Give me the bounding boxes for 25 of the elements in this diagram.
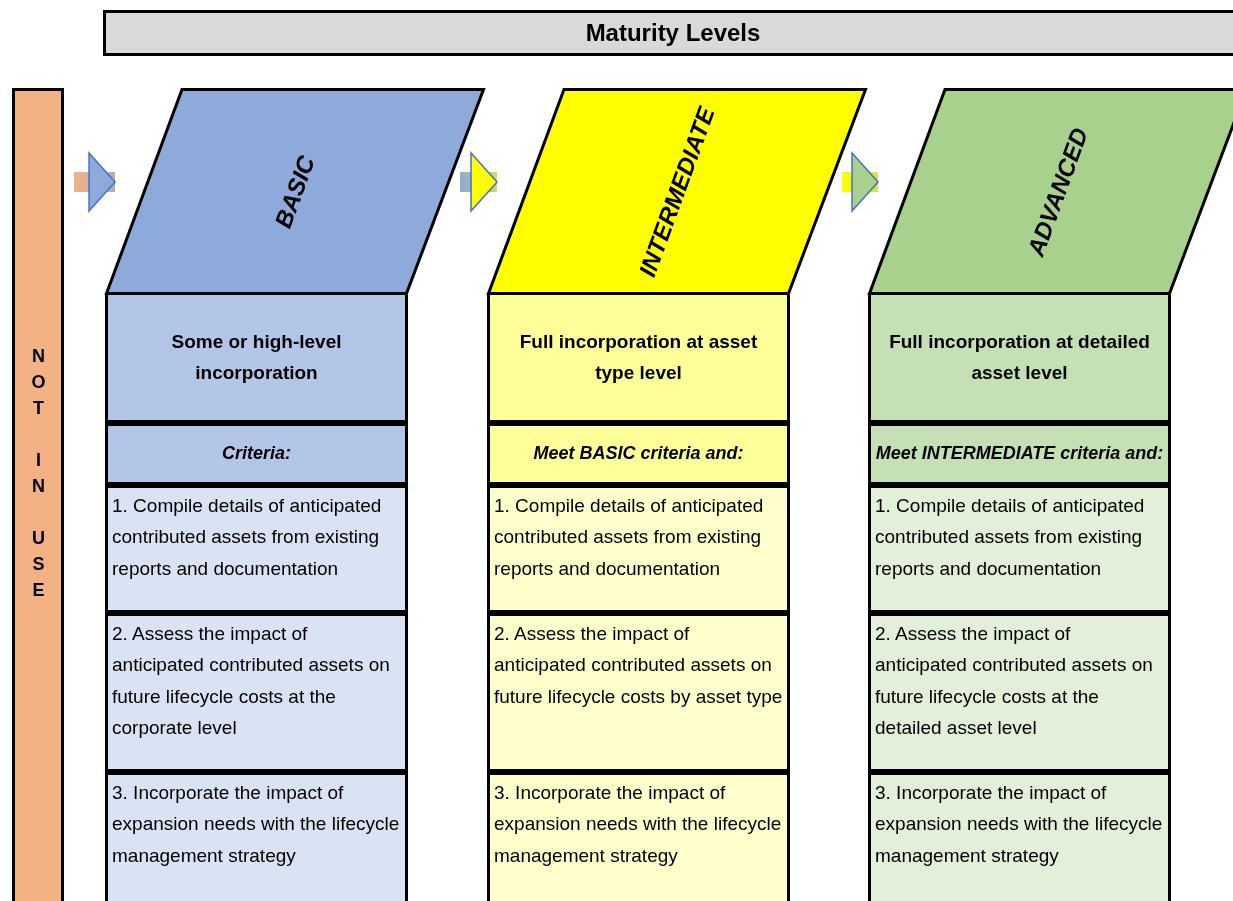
criteria-cell: 2. Assess the impact of anticipated contributed assets on future lifecycle costs at the corporate level [105,613,408,772]
criteria-cell: 2. Assess the impact of anticipated contributed assets on future lifecycle costs at the detailed asset level [868,613,1171,772]
criteria-cell: 1. Compile details of anticipated contributed assets from existing reports and documentation [868,485,1171,613]
level-parallelogram [487,88,867,295]
criteria-header: Meet BASIC criteria and: [487,423,790,485]
level-parallelogram [868,88,1233,295]
vertical-label: NOT IN USE [27,346,49,606]
criteria-cell: 3. Incorporate the impact of expansion needs with the lifecycle management strategy [868,772,1171,901]
summary-cell: Full incorporation at asset type level [487,295,790,423]
criteria-header: Criteria: [105,423,408,485]
criteria-cell: 3. Incorporate the impact of expansion needs with the lifecycle management strategy [487,772,790,901]
criteria-cell: 1. Compile details of anticipated contributed assets from existing reports and documentation [105,485,408,613]
block-arrow [842,152,879,212]
criteria-cell: 1. Compile details of anticipated contributed assets from existing reports and documentation [487,485,790,613]
block-arrow [460,152,498,212]
status-bar [12,88,64,901]
criteria-cell: 2. Assess the impact of anticipated contributed assets on future lifecycle costs by asset type [487,613,790,772]
block-arrow [74,152,116,212]
criteria-cell: 3. Incorporate the impact of expansion needs with the lifecycle management strategy [105,772,408,901]
level-parallelogram [105,88,485,295]
summary-cell: Some or high-level incorporation [105,295,408,423]
criteria-header: Meet INTERMEDIATE criteria and: [868,423,1171,485]
level-name: BASIC [269,151,321,232]
title-banner: Maturity Levels [103,10,1233,56]
summary-cell: Full incorporation at detailed asset level [868,295,1171,423]
